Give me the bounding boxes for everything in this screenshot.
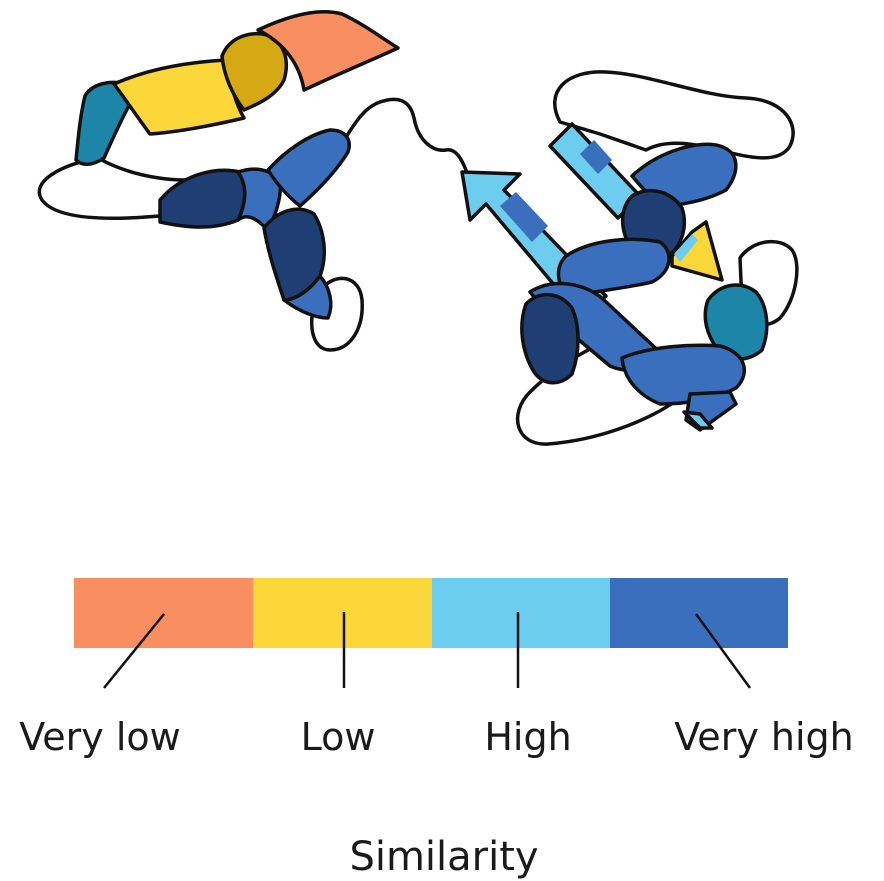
helix-segment-yellow — [112, 58, 246, 136]
helix-segment-mustard — [220, 32, 289, 112]
strand-arrow-yellow-fade — [674, 234, 698, 262]
legend-label-low: Low — [301, 715, 376, 759]
helix3-navy-left — [520, 293, 580, 385]
legend-label-high: High — [484, 715, 571, 759]
legend-swatch-high — [432, 578, 610, 648]
helix-segment-salmon — [256, 10, 400, 92]
helix2-blue-b — [266, 128, 351, 208]
helix3-blue-bottom — [620, 343, 747, 406]
coil-bridge — [336, 97, 468, 172]
protein-structure-left — [37, 10, 468, 352]
strand-arrow-band — [500, 192, 548, 242]
legend-swatch-very-high — [610, 578, 788, 648]
legend-leader-very-high — [694, 613, 752, 689]
protein-structure-right — [460, 70, 799, 446]
helix2-blue-c — [282, 274, 333, 320]
legend-label-very-high: Very high — [674, 715, 853, 759]
strand-tail-light — [682, 410, 714, 430]
strand-arrow-yellow — [670, 220, 724, 282]
legend-label-very-low: Very low — [19, 715, 181, 759]
legend-leader-very-low — [103, 613, 165, 689]
legend-swatch-low — [253, 578, 432, 648]
legend-title: Similarity — [349, 834, 538, 880]
similarity-legend: Very low Low High Very high Similarity — [19, 578, 854, 880]
strand-cross-band — [580, 140, 612, 174]
helix3-teal-right — [703, 283, 769, 361]
legend-swatch-very-low — [74, 578, 253, 648]
